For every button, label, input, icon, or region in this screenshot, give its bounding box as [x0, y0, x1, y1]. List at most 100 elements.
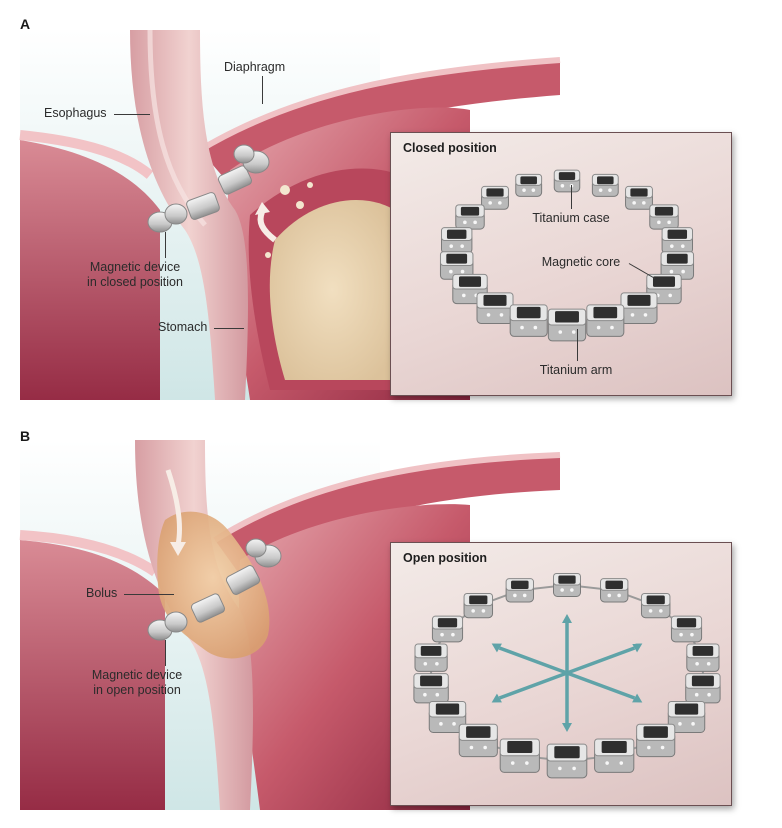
bead-core: [605, 580, 623, 590]
expansion-arrow: [566, 643, 643, 675]
magnetic-bead: [546, 743, 588, 779]
bead-rivet: [558, 330, 563, 334]
bead-core: [437, 618, 458, 628]
bead-core: [516, 306, 541, 319]
magnetic-bead: [455, 204, 485, 230]
bead-rivet: [607, 593, 612, 598]
bead-rivet: [522, 593, 527, 598]
bead-rivet: [706, 661, 711, 666]
device-closed-line2: in closed position: [87, 275, 183, 289]
bead-core: [627, 294, 651, 306]
magnetic-bead: [463, 592, 494, 619]
bead-core: [601, 741, 627, 754]
device-open-line2: in open position: [93, 683, 181, 697]
arrow-shaft: [566, 646, 636, 675]
magnetic-bead: [670, 615, 703, 643]
bead-rivet: [605, 761, 609, 765]
bead-rivet: [531, 188, 536, 192]
stomach-leader: [214, 328, 244, 329]
bead-rivet: [680, 244, 685, 248]
expansion-arrow: [491, 671, 568, 703]
bead-rivet: [608, 188, 612, 192]
bead-rivet: [520, 325, 524, 330]
bead-core: [483, 294, 507, 306]
open-ring-svg: [413, 573, 721, 779]
magnetic-bead: [458, 723, 498, 758]
device-open-line1: Magnetic device: [91, 668, 183, 682]
device-open-leader: [165, 640, 166, 666]
bead-core: [674, 703, 699, 715]
magnetic-bead: [439, 251, 474, 280]
bead-core: [554, 746, 580, 759]
magnetic-bead: [547, 308, 587, 342]
bead-core: [460, 206, 480, 216]
bead-rivet: [452, 722, 456, 726]
bead-rivet: [619, 761, 624, 765]
bead-core: [420, 646, 442, 656]
bead-core: [558, 575, 576, 584]
bead-core: [558, 172, 576, 180]
bead-rivet: [460, 269, 465, 274]
bead-rivet: [423, 692, 427, 697]
bead-rivet: [617, 593, 621, 598]
bead-rivet: [469, 745, 474, 750]
bead-rivet: [667, 220, 671, 225]
bead-rivet: [643, 313, 648, 317]
device-closed-leader: [165, 232, 166, 258]
bead-core: [435, 703, 460, 715]
bead-rivet: [449, 244, 454, 248]
magnetic-bead: [586, 304, 625, 337]
closed-position-inset: Closed position Titanium case Magnetic c…: [390, 132, 732, 396]
bead-rivet: [572, 766, 576, 771]
bolus-label: Bolus: [86, 586, 118, 600]
closed-ring-svg: [439, 169, 695, 342]
titanium-case-label: Titanium case: [532, 211, 610, 225]
magnetic-bead: [646, 273, 682, 305]
bead-rivet: [679, 632, 683, 637]
arrow-head: [562, 723, 572, 732]
magnetic-core-label: Magnetic core: [541, 255, 621, 269]
bead-rivet: [630, 313, 635, 317]
panel-a-magnetic-device: [147, 144, 270, 233]
bead-rivet: [473, 220, 477, 225]
bead-core: [486, 188, 504, 197]
bead-rivet: [513, 593, 517, 598]
expansion-arrow: [562, 673, 572, 732]
magnetic-bead: [499, 738, 540, 773]
arrow-head: [632, 693, 643, 703]
magnetic-bead: [553, 169, 581, 193]
magnetic-bead: [481, 185, 509, 210]
stomach-label: Stomach: [158, 320, 208, 334]
bead-rivet: [486, 313, 491, 317]
magnetic-bead: [649, 204, 679, 230]
bead-rivet: [483, 745, 487, 750]
bead-core: [667, 229, 688, 239]
bead-core: [511, 580, 529, 590]
bead-rivet: [659, 609, 663, 613]
bead-core: [466, 726, 491, 738]
bead-rivet: [560, 183, 565, 188]
esophagus-label: Esophagus: [44, 106, 107, 120]
bead-rivet: [632, 201, 636, 205]
magnetic-bead: [600, 578, 629, 603]
magnetic-bead: [594, 738, 635, 773]
magnetic-bead: [661, 227, 694, 254]
bead-rivet: [678, 722, 682, 726]
magnetic-bead: [620, 292, 658, 324]
magnetic-bead: [686, 643, 720, 672]
magnetic-bead: [685, 673, 721, 704]
magnetic-bead: [591, 173, 619, 197]
bead-rivet: [435, 661, 439, 666]
bead-rivet: [669, 269, 674, 274]
magnetic-bead: [440, 227, 473, 254]
diaphragm-label: Diaphragm: [224, 60, 286, 74]
magnetic-bead: [625, 185, 653, 210]
bead-core: [555, 311, 579, 323]
bead-core: [630, 188, 648, 197]
magnetic-bead: [428, 701, 467, 733]
bead-rivet: [647, 745, 651, 750]
esophagus-leader: [114, 114, 150, 115]
bead-rivet: [660, 745, 665, 750]
